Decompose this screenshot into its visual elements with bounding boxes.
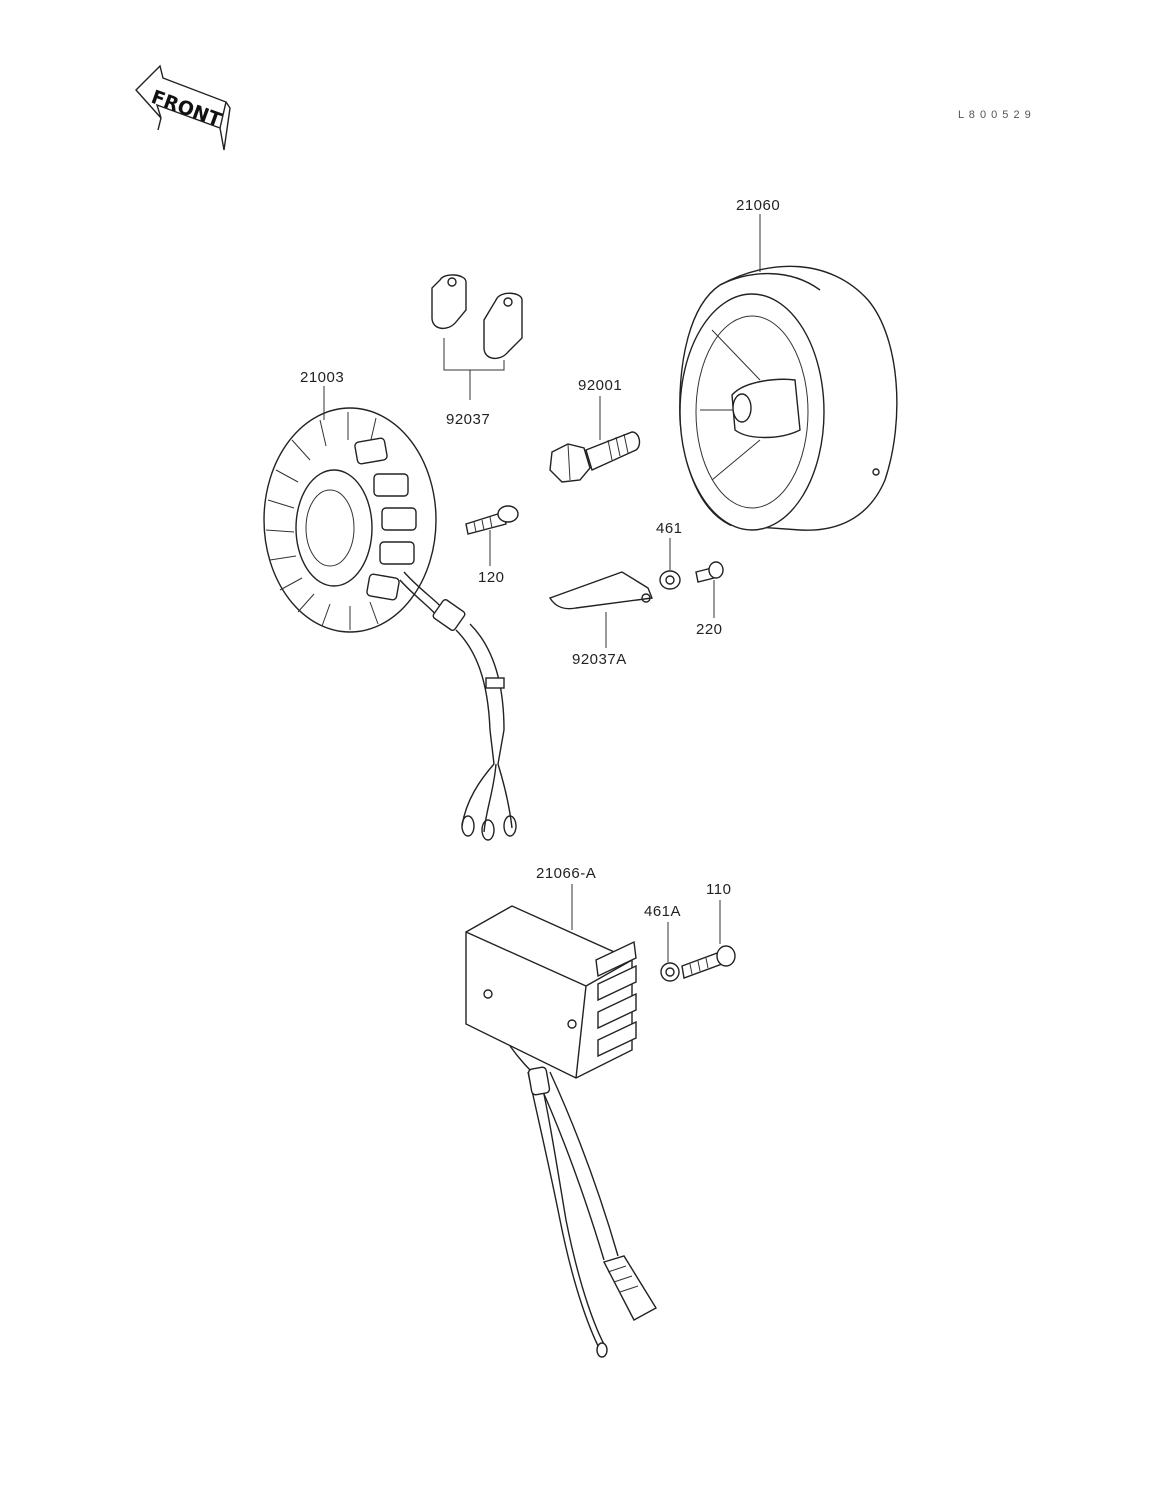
flywheel-bolt (549, 396, 641, 483)
label-110: 110 (706, 881, 731, 898)
regulator-washer (660, 922, 680, 982)
label-21066-A: 21066-A (536, 865, 596, 882)
lead-clamp (548, 571, 653, 648)
label-92037: 92037 (446, 411, 490, 428)
small-screw (695, 561, 724, 618)
wire-clips (431, 274, 523, 400)
label-92037A: 92037A (572, 651, 627, 668)
label-21003: 21003 (300, 369, 344, 386)
label-461: 461 (656, 520, 683, 537)
label-120: 120 (478, 569, 505, 586)
regulator-bolt (681, 900, 736, 979)
label-220: 220 (696, 621, 723, 638)
regulator-rectifier (465, 884, 657, 1358)
reference-code: L 8 0 0 5 2 9 (958, 109, 1032, 121)
stator-coil (263, 386, 517, 841)
flywheel-rotor (679, 214, 898, 531)
stator-screw (465, 505, 519, 566)
front-arrow-icon: FRONT (135, 64, 231, 151)
label-92001: 92001 (578, 377, 622, 394)
label-461A: 461A (644, 903, 681, 920)
label-21060: 21060 (736, 197, 780, 214)
washer (659, 538, 681, 590)
